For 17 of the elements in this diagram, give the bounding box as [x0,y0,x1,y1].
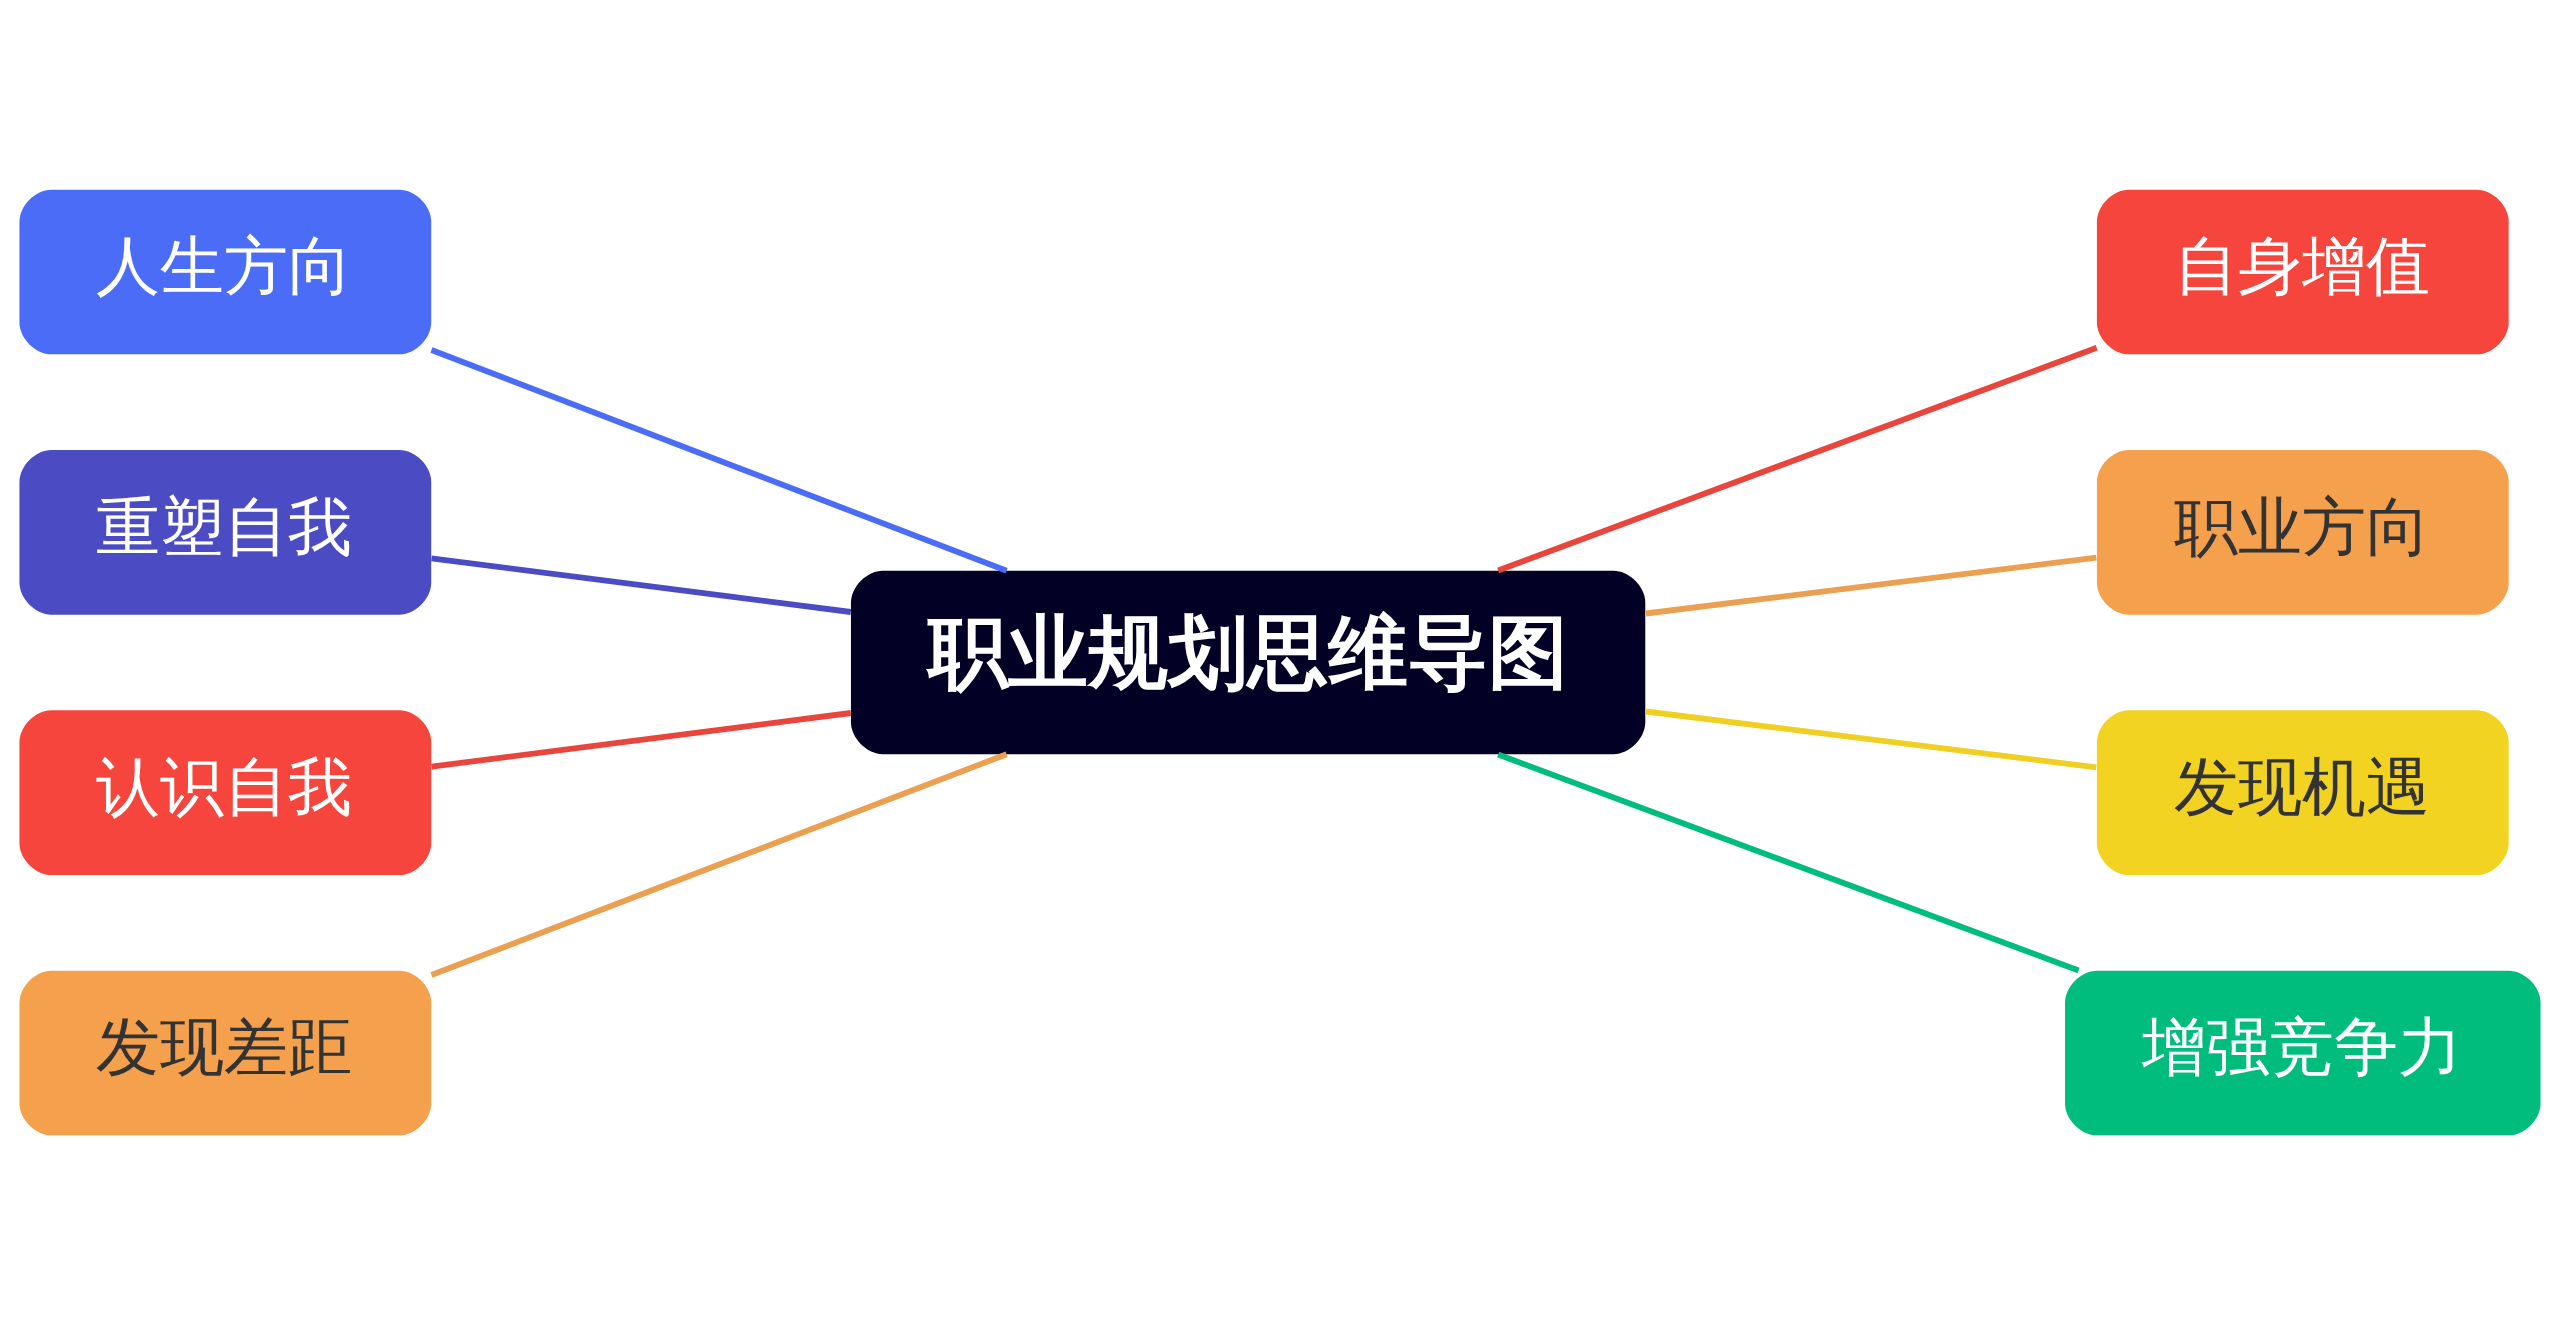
node-box: 职业规划思维导图 [850,570,1646,755]
connector [430,347,1008,574]
connector [1497,751,2080,974]
node-box: 增强竞争力 [2065,970,2541,1136]
node-box: 自身增值 [2096,189,2509,355]
node-box: 职业方向 [2096,449,2509,615]
node-box: 发现差距 [19,970,432,1136]
connector [1645,708,2097,771]
node-box: 发现机遇 [2096,710,2509,876]
connector [1645,554,2097,617]
connector [431,710,852,770]
connector [1497,344,2098,574]
connector [431,555,852,615]
node-box: 认识自我 [19,710,432,876]
node-box: 重塑自我 [19,449,432,615]
node-box: 人生方向 [19,189,432,355]
connector [430,751,1008,978]
